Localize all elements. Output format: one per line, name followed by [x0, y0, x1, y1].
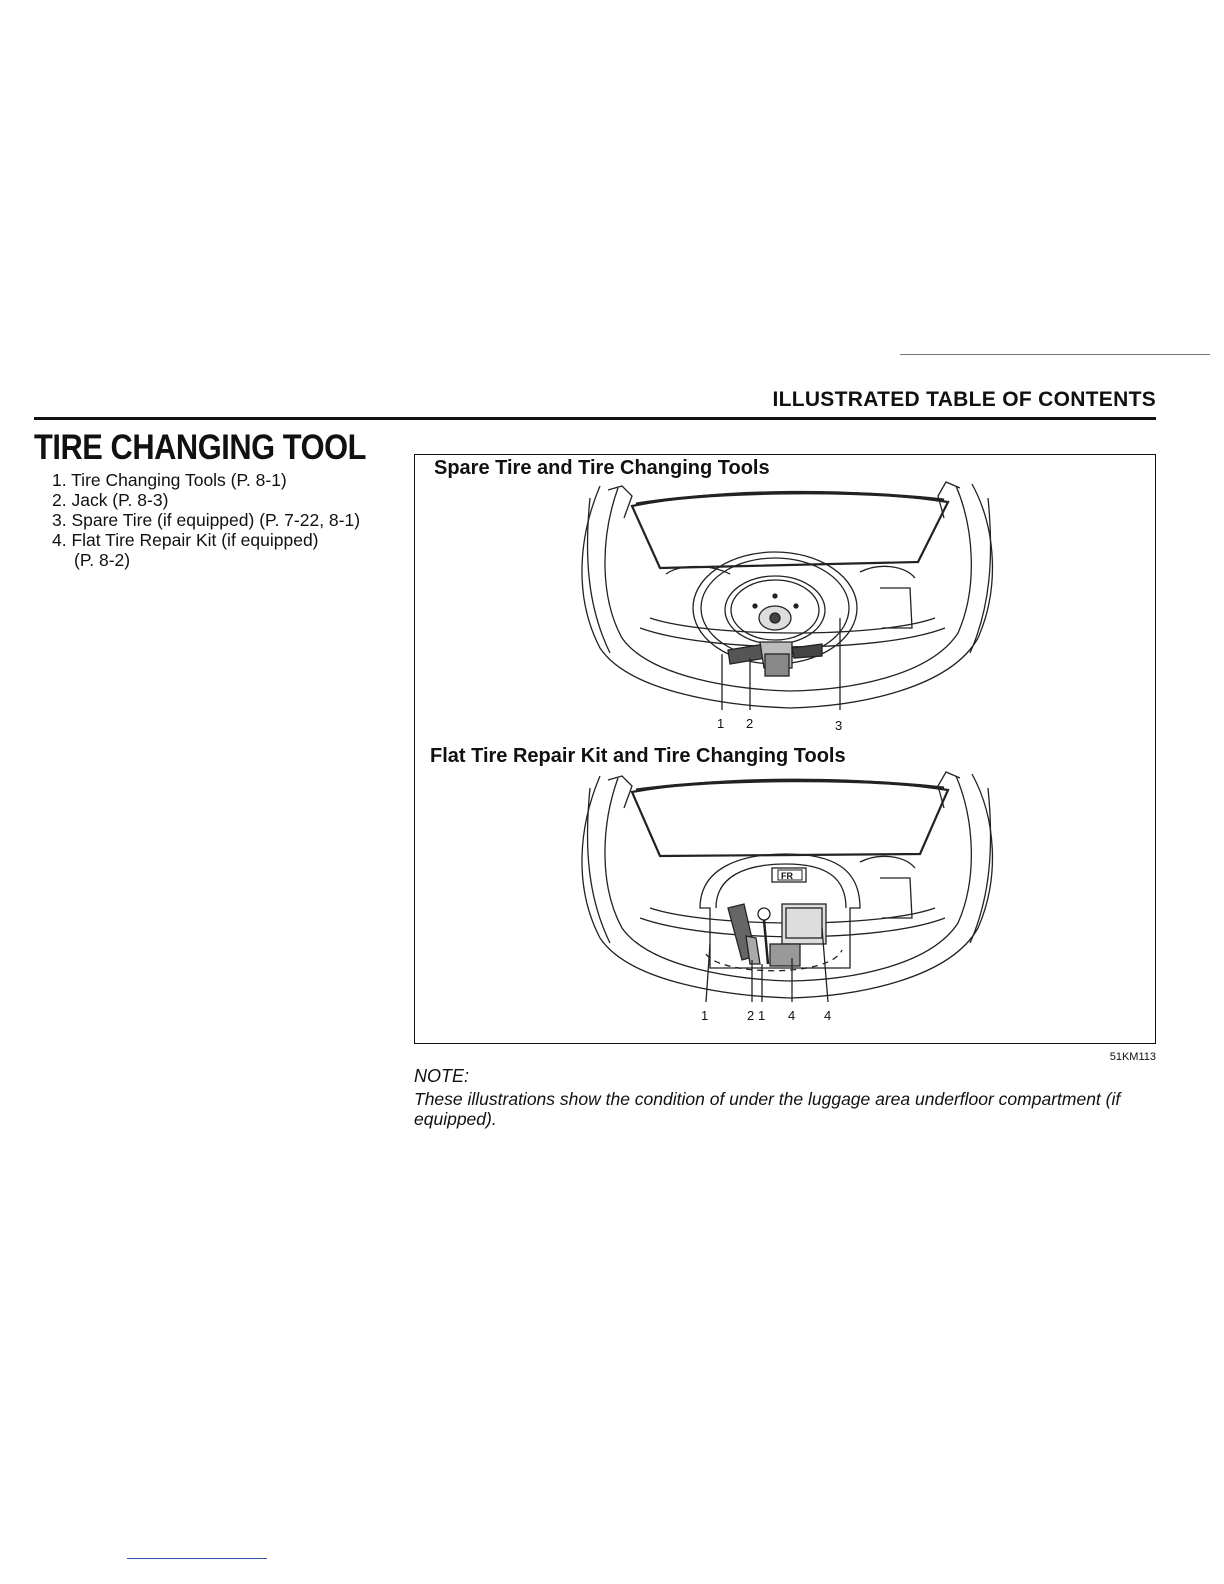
header-rule — [34, 417, 1156, 420]
list-item: 4. Flat Tire Repair Kit (if equipped) — [52, 530, 319, 550]
figure-panel-title: Spare Tire and Tire Changing Tools — [434, 457, 770, 479]
list-item: (P. 8-2) — [74, 550, 131, 570]
figure-code: 51KM113 — [1109, 1051, 1156, 1063]
callout-label: 2 — [747, 1008, 754, 1023]
figure-box — [414, 454, 1156, 1044]
callout-label: 4 — [788, 1008, 795, 1023]
section-header: ILLUSTRATED TABLE OF CONTENTS — [772, 388, 1156, 411]
callout-label: 3 — [835, 718, 842, 733]
fr-label: FR — [781, 871, 793, 881]
luggage-compartment-illustration: FR 1 2 1 4 4 — [581, 771, 994, 1023]
callout-label: 2 — [746, 716, 753, 731]
callout-label: 1 — [701, 1008, 708, 1023]
callout-label: 1 — [717, 716, 724, 731]
luggage-compartment-illustration: 1 2 3 — [581, 481, 994, 733]
bottom-rule — [127, 1558, 267, 1559]
list-item: 2. Jack (P. 8-3) — [52, 490, 169, 510]
top-thin-rule — [900, 354, 1210, 355]
figure-panel-title: Flat Tire Repair Kit and Tire Changing T… — [430, 745, 846, 767]
page-title: TIRE CHANGING TOOL — [34, 428, 367, 467]
list-item: 1. Tire Changing Tools (P. 8-1) — [52, 470, 287, 490]
note-label: NOTE: — [414, 1066, 470, 1086]
callout-label: 1 — [758, 1008, 765, 1023]
tool-list: 1. Tire Changing Tools (P. 8-1) 2. Jack … — [52, 470, 360, 570]
note-text: These illustrations show the condition o… — [414, 1089, 1121, 1129]
list-item: 3. Spare Tire (if equipped) (P. 7-22, 8-… — [52, 510, 361, 530]
callout-label: 4 — [824, 1008, 831, 1023]
